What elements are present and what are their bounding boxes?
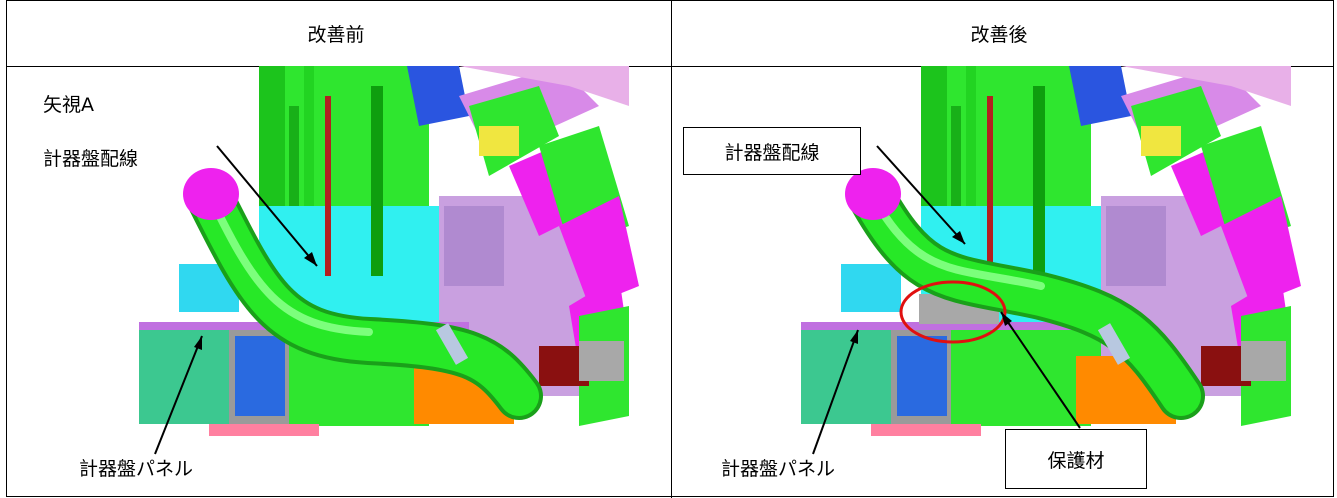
before-cad-illustration (139, 66, 639, 455)
after-pane: 計器盤配線 計器盤パネル 保護材 (665, 66, 1333, 497)
after-header-text: 改善後 (970, 24, 1028, 46)
panel-label: 計器盤パネル (79, 458, 194, 480)
after-cad-illustration (801, 66, 1301, 455)
after-header: 改善後 (665, 1, 1333, 67)
panel-arrow (812, 329, 859, 455)
view-a-label: 矢視A (43, 94, 94, 116)
harness-end-cap (183, 168, 239, 220)
panel-label: 計器盤パネル (721, 458, 836, 480)
wiring-arrow (216, 145, 318, 267)
comparison-table: 改善前 改善後 (6, 0, 1334, 498)
wiring-callout: 計器盤配線 (683, 127, 861, 175)
protector-callout: 保護材 (1005, 429, 1147, 489)
blue-block (407, 66, 469, 126)
wiring-arrow (876, 145, 966, 245)
before-header-text: 改善前 (307, 24, 365, 46)
wiring-label: 計器盤配線 (724, 141, 820, 164)
before-header: 改善前 (7, 1, 665, 67)
before-pane: 矢視A 計器盤配線 計器盤パネル (7, 66, 663, 497)
wiring-label: 計器盤配線 (43, 148, 139, 170)
protector-arrow (1000, 311, 1081, 429)
panel-arrow (154, 335, 203, 455)
wiring-harness-rerouted (851, 176, 1201, 416)
protector-label: 保護材 (1047, 449, 1105, 472)
highlight-ellipse (899, 280, 1007, 344)
column-divider (671, 1, 672, 498)
